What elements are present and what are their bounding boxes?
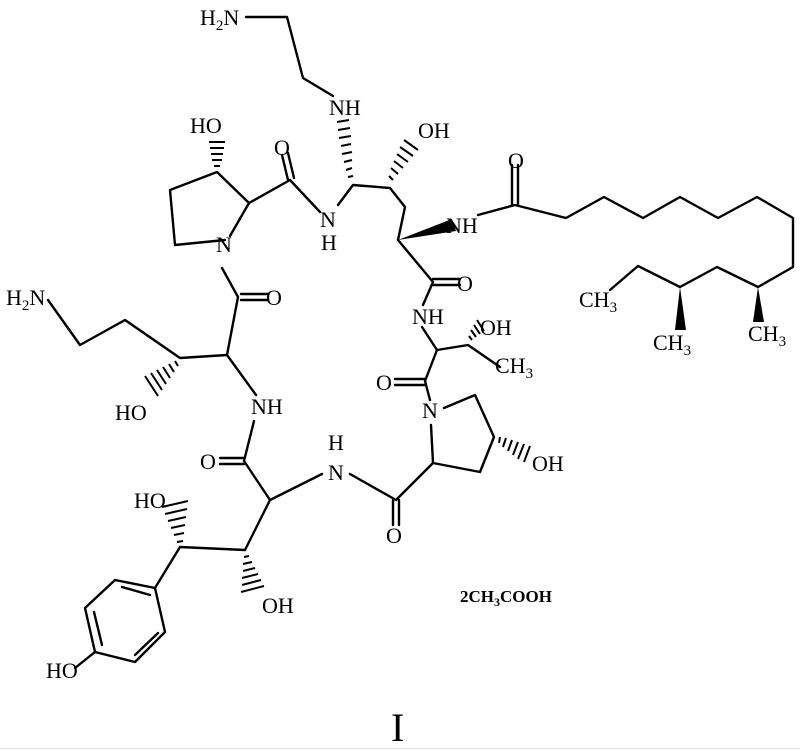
label-ch3-branch-1: CH3 <box>653 330 691 359</box>
label-oh-center: OH <box>418 118 450 143</box>
bonds <box>46 15 795 670</box>
bottom-rule <box>0 748 800 749</box>
label-h-amide-bottom: H <box>328 430 344 455</box>
label-h2n-top: H2N <box>200 5 239 34</box>
stereo-wedges <box>144 119 764 593</box>
label-n-pyrrolidine-right: N <box>422 398 438 423</box>
label-nh-acyl: NH <box>446 213 478 238</box>
salt-label: 2CH3COOH <box>460 587 552 609</box>
label-o-right-upper: O <box>457 271 473 296</box>
label-ch3-threonine: CH3 <box>495 353 533 382</box>
label-ch3-chain-end: CH3 <box>579 287 617 316</box>
label-oh-lower: OH <box>262 593 294 618</box>
label-oh-pyrrolidine-right: OH <box>532 451 564 476</box>
label-ho-benzylic: HO <box>134 488 166 513</box>
label-n-amide-bottom: N <box>328 460 344 485</box>
label-n-amide-top: N <box>320 207 336 232</box>
label-nh-right: NH <box>412 304 444 329</box>
label-oh-threonine: OH <box>480 315 512 340</box>
label-nh-left: NH <box>251 394 283 419</box>
label-o-right-mid: O <box>376 370 392 395</box>
label-nh-top: NH <box>329 95 361 120</box>
label-ho-phenol: HO <box>46 658 78 683</box>
label-n-pyrrolidine-left: N <box>216 232 232 257</box>
label-ho-left: HO <box>115 400 147 425</box>
label-h2n-left: H2N <box>6 285 45 314</box>
label-o-left-upper: O <box>266 285 282 310</box>
label-o-left-lower: O <box>200 449 216 474</box>
atom-labels: H2N NH HO OH O N H NH O N O O NH OH CH3 … <box>6 5 786 683</box>
label-o-acyl: O <box>508 148 524 173</box>
label-ch3-branch-2: CH3 <box>748 321 786 350</box>
label-o-amide-top: O <box>274 135 290 160</box>
label-h-amide-top: H <box>321 230 337 255</box>
compound-label: I <box>391 705 404 750</box>
label-o-bottom: O <box>386 523 402 548</box>
label-ho-pyrrolidine: HO <box>190 113 222 138</box>
